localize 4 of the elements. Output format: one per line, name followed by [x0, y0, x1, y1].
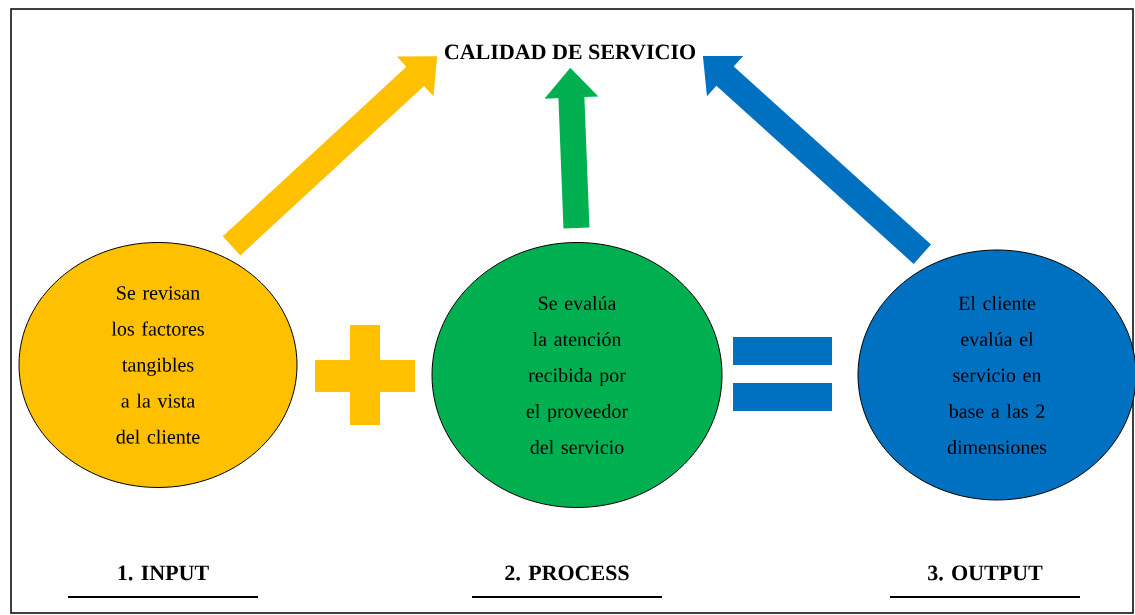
title-text: CALIDAD DE SERVICIO: [444, 44, 696, 60]
section-label: 3. OUTPUT: [889, 565, 1081, 598]
section-label: 1. INPUT: [67, 565, 259, 598]
section-label: 2. PROCESS: [471, 565, 663, 598]
